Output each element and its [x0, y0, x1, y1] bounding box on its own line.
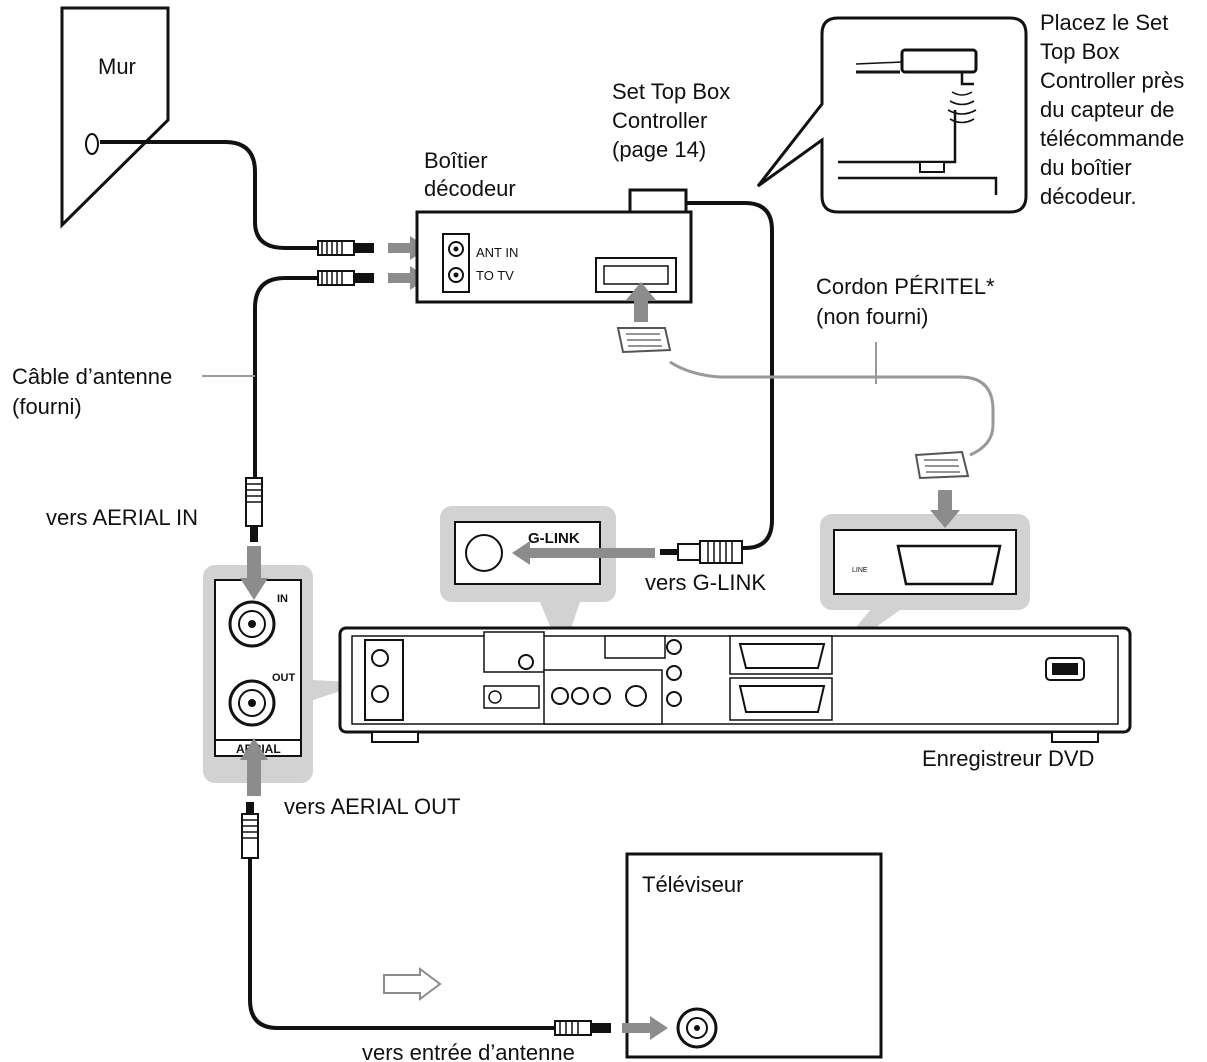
scart-callout: LINE	[820, 514, 1030, 660]
placement-callout	[756, 16, 1028, 214]
wall-outlet-icon	[85, 133, 99, 155]
scart-cord-label-2: (non fourni)	[816, 304, 929, 329]
placement-note-6: du boîtier	[1040, 155, 1132, 180]
aerial-cable	[253, 276, 318, 480]
tv-cable	[248, 812, 555, 1030]
tv-label: Téléviseur	[642, 872, 743, 897]
wall-label: Mur	[98, 54, 136, 79]
aerial-callout: IN OUT AERIAL	[203, 565, 365, 783]
coax-plug-icon	[245, 477, 263, 542]
placement-note-5: télécommande	[1040, 126, 1184, 151]
scart-port-tiny-label: LINE	[852, 567, 868, 574]
glink-port-label: G-LINK	[528, 530, 580, 547]
coax-plug-icon	[317, 240, 374, 286]
to-tv-label: TO TV	[476, 268, 514, 283]
scart-plug-icon	[914, 450, 970, 480]
wall-to-box-cable	[100, 140, 318, 250]
signal-arrow-icon	[240, 738, 268, 796]
to-aerial-out-label: vers AERIAL OUT	[284, 794, 460, 819]
dvd-recorder	[338, 626, 1132, 743]
scart-plug-icon	[616, 327, 672, 354]
dvd-recorder-label: Enregistreur DVD	[922, 746, 1094, 771]
signal-arrow-icon	[240, 546, 268, 600]
placement-note-2: Top Box	[1040, 39, 1120, 64]
signal-arrow-icon	[622, 1016, 668, 1040]
minijack-plug-icon	[660, 540, 743, 564]
scart-cord-label-1: Cordon PÉRITEL*	[816, 274, 995, 299]
placement-note-7: décodeur.	[1040, 184, 1137, 209]
signal-direction-icon	[383, 967, 442, 1001]
signal-arrow-icon	[930, 490, 960, 528]
controller-label-1: Set Top Box	[612, 79, 730, 104]
aerial-out-port-label: OUT	[272, 672, 296, 684]
coax-plug-icon	[554, 1020, 611, 1036]
placement-note-4: du capteur de	[1040, 97, 1175, 122]
set-top-box-label-1: Boîtier	[424, 148, 488, 173]
coax-plug-icon	[241, 802, 259, 859]
controller-label-3: (page 14)	[612, 137, 706, 162]
controller-label-2: Controller	[612, 108, 707, 133]
aerial-cable-label-2: (fourni)	[12, 394, 82, 419]
ant-in-label: ANT IN	[476, 245, 518, 260]
television: Téléviseur	[625, 852, 883, 1059]
set-top-box: Boîtier décodeur ANT IN TO TV	[415, 148, 693, 304]
wall: Mur	[60, 6, 170, 229]
placement-note-1: Placez le Set	[1040, 10, 1168, 35]
remote-sensor-icon	[628, 188, 688, 216]
cables	[100, 140, 774, 1030]
signal-arrow-icon	[626, 282, 656, 322]
glink-callout: G-LINK	[440, 506, 655, 655]
glink-cable	[686, 201, 774, 550]
placement-note-3: Controller près	[1040, 68, 1184, 93]
aerial-in-port-label: IN	[277, 593, 288, 605]
aerial-cable-label-1: Câble d’antenne	[12, 364, 172, 389]
to-antenna-input-label: vers entrée d’antenne	[362, 1040, 575, 1062]
to-aerial-in-label: vers AERIAL IN	[46, 505, 198, 530]
scart-cable	[669, 360, 995, 457]
to-glink-label: vers G-LINK	[645, 570, 766, 595]
set-top-box-label-2: décodeur	[424, 176, 516, 201]
